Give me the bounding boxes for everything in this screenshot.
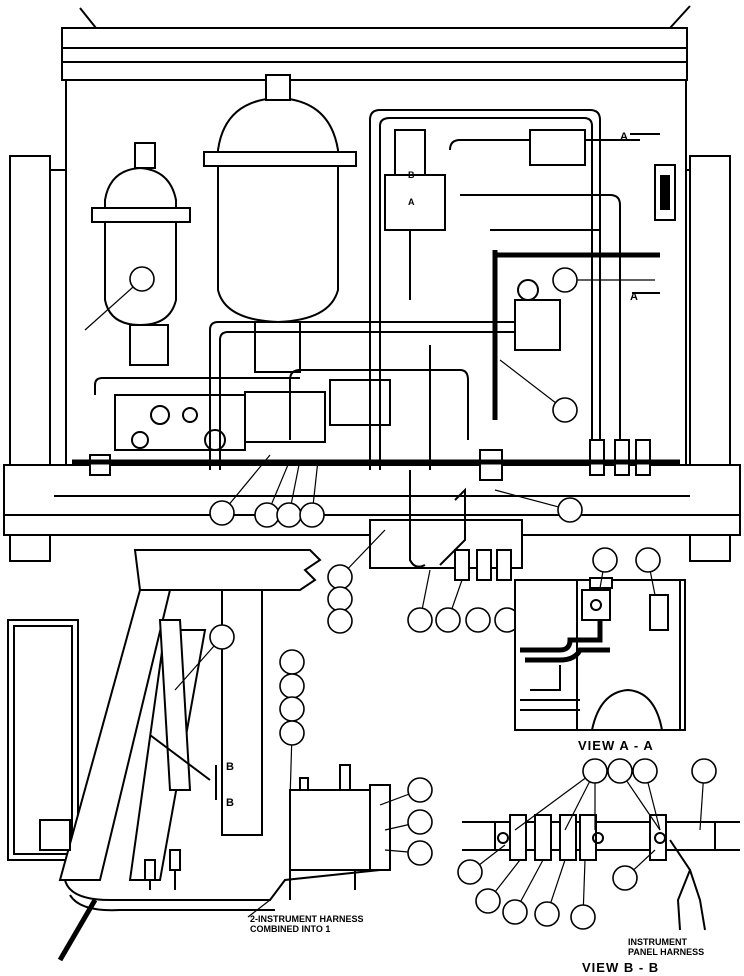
callout-1 — [129, 266, 155, 292]
callout-18 — [279, 673, 305, 699]
callout-16 — [209, 624, 235, 650]
callout-21 — [407, 777, 433, 803]
view-b-caption: VIEW B - B — [582, 960, 659, 975]
view-a-a: VIEW A - A — [514, 547, 686, 753]
harness-note-line1: 2-INSTRUMENT HARNESS — [250, 914, 364, 924]
callout-8 — [557, 497, 583, 523]
panel-note-line1: INSTRUMENT — [628, 937, 687, 947]
callout-35 — [612, 865, 638, 891]
callout-33 — [534, 901, 560, 927]
callout-10 — [327, 586, 353, 612]
callout-27 — [607, 758, 633, 784]
callout-30 — [457, 859, 483, 885]
section-a-bottom-marker: A — [630, 291, 638, 303]
callout-14 — [465, 607, 491, 633]
callout-24 — [592, 547, 618, 573]
callout-19 — [279, 696, 305, 722]
section-a-top-marker: A — [620, 131, 628, 143]
callout-34 — [570, 904, 596, 930]
callout-11 — [327, 608, 353, 634]
section-b-top-marker: B — [226, 761, 234, 773]
panel-note-line2: PANEL HARNESS — [628, 947, 704, 957]
callout-17 — [279, 649, 305, 675]
callout-2 — [552, 267, 578, 293]
callout-25 — [635, 547, 661, 573]
callout-31 — [475, 888, 501, 914]
callout-20 — [279, 720, 305, 746]
callout-28 — [632, 758, 658, 784]
callout-6 — [276, 502, 302, 528]
side-view: B B 2-INSTRUMENT HARNESS COMBINED INTO 1 — [7, 549, 433, 962]
section-b-bottom-marker: B — [226, 797, 234, 809]
callout-4 — [209, 500, 235, 526]
view-a-caption: VIEW A - A — [578, 738, 654, 753]
callout-26 — [582, 758, 608, 784]
view-b-b: INSTRUMENT PANEL HARNESS VIEW B - B — [457, 758, 740, 975]
callout-29 — [691, 758, 717, 784]
callout-22 — [407, 809, 433, 835]
valve-b-marker: B — [408, 170, 415, 180]
callout-32 — [502, 899, 528, 925]
callout-13 — [435, 607, 461, 633]
callout-5 — [254, 502, 280, 528]
callout-3 — [552, 397, 578, 423]
valve-a-marker: A — [408, 197, 415, 207]
callout-12 — [407, 607, 433, 633]
harness-note-line2: COMBINED INTO 1 — [250, 924, 330, 934]
callout-7 — [299, 502, 325, 528]
callout-9 — [327, 564, 353, 590]
callout-23 — [407, 840, 433, 866]
main-assembly-view: B A A A — [3, 5, 741, 634]
